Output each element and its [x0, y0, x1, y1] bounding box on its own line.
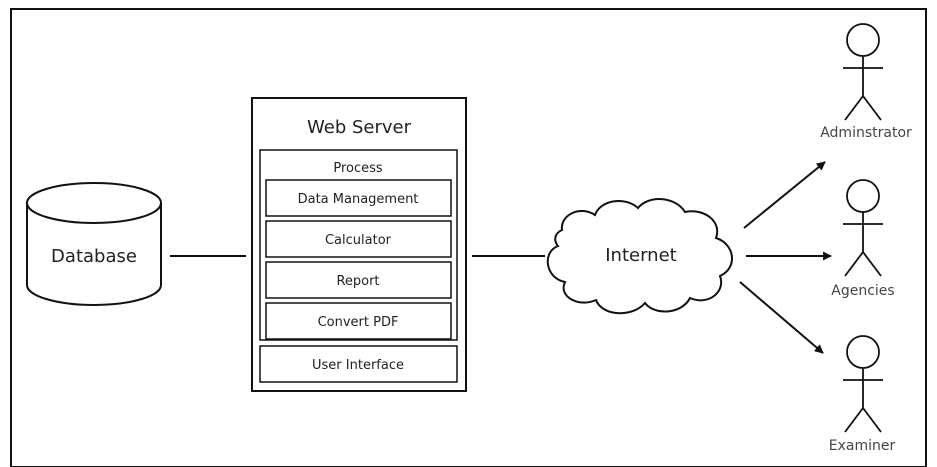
arrow-to-administrator [743, 161, 826, 229]
module-report-box [265, 261, 452, 299]
internet-label: Internet [605, 245, 676, 266]
web-server-title: Web Server [307, 117, 412, 138]
administrator-label: Adminstrator [820, 125, 912, 141]
diagram-frame [10, 8, 927, 467]
examiner-head-icon [846, 335, 880, 369]
process-label: Process [333, 161, 383, 176]
module-convert-pdf-box [265, 302, 452, 340]
web-server-node: Web Server Process Data Management Calcu… [251, 97, 467, 392]
internet-cloud-shape [546, 198, 733, 315]
agencies-label: Agencies [831, 283, 894, 299]
module-data-management-label: Data Management [298, 192, 419, 207]
database-cylinder-body [26, 203, 162, 306]
agencies-head-icon [846, 179, 880, 213]
module-calculator-label: Calculator [325, 233, 392, 248]
actor-examiner [843, 335, 883, 433]
module-calculator-box [265, 220, 452, 258]
module-data-management-box [265, 179, 452, 217]
user-interface-label: User Interface [312, 358, 404, 373]
examiner-label: Examiner [829, 438, 896, 454]
internet-node: Internet [546, 198, 733, 315]
user-interface-box [259, 345, 458, 383]
administrator-head-icon [846, 23, 880, 57]
database-label: Database [51, 246, 137, 267]
actor-agencies [843, 179, 883, 277]
module-report-label: Report [336, 274, 379, 289]
database-cylinder-top [26, 182, 162, 224]
arrow-to-examiner [739, 281, 824, 354]
database-node: Database [26, 182, 162, 306]
actor-administrator [843, 23, 883, 121]
module-convert-pdf-label: Convert PDF [318, 315, 399, 330]
